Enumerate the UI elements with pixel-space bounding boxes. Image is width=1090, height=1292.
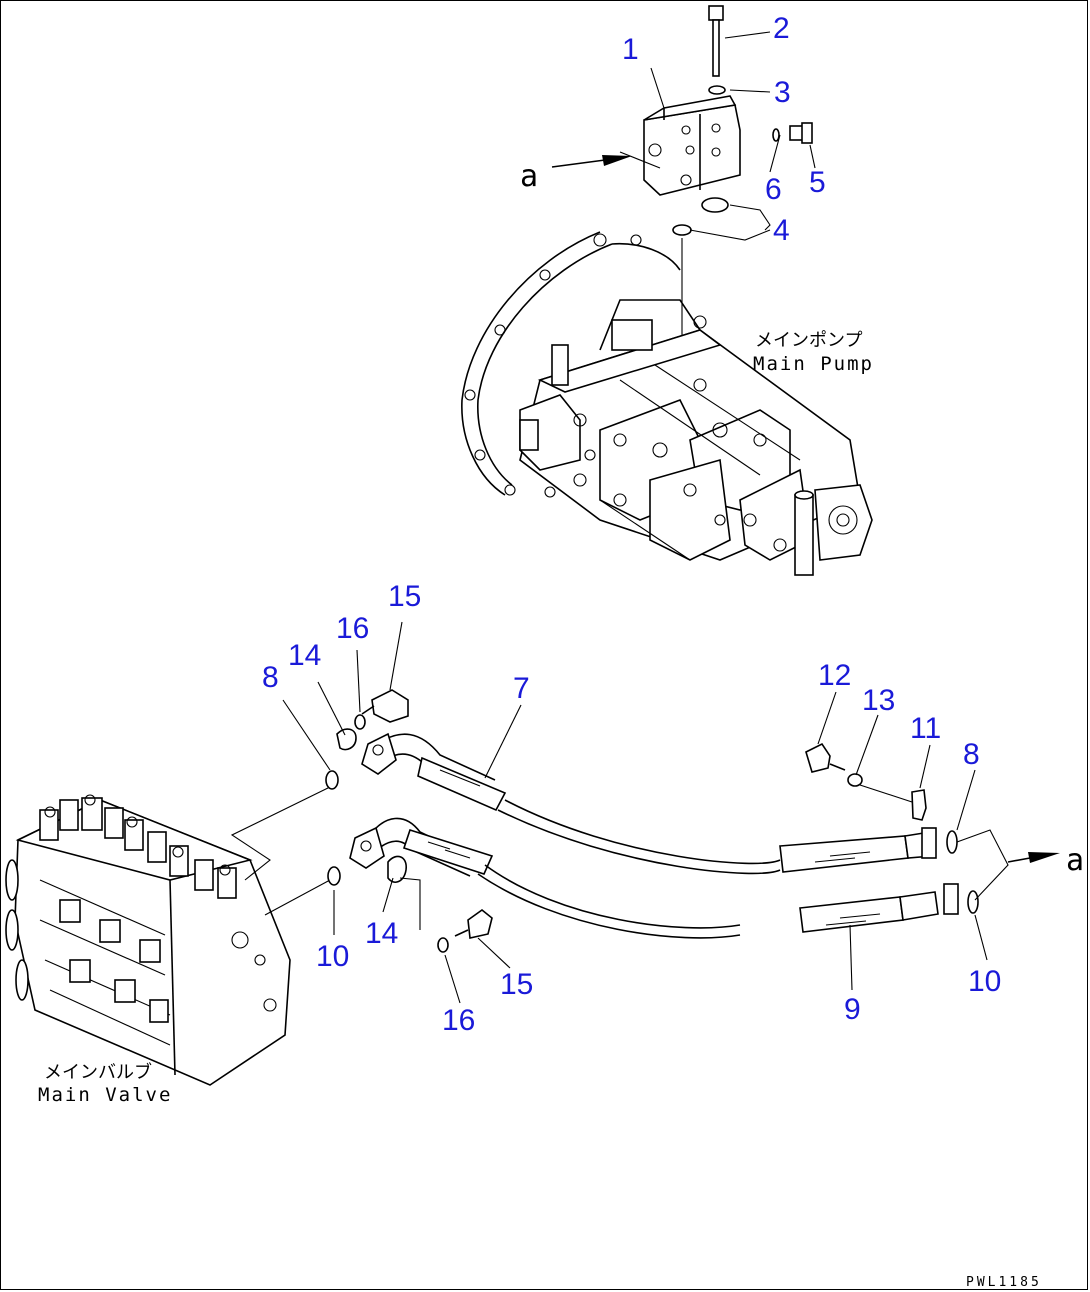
callout-15-upper: 15: [388, 580, 421, 613]
main-valve-label-en: Main Valve: [38, 1084, 172, 1106]
washer-part-3: [708, 85, 726, 95]
callout-10-left: 10: [316, 940, 349, 973]
o-ring-part-6: [772, 128, 780, 142]
reference-letter-top: a: [520, 159, 538, 194]
callout-12: 12: [818, 659, 851, 692]
main-pump-label-en: Main Pump: [753, 353, 874, 375]
main-pump-label-jp: メインポンプ: [755, 330, 862, 351]
bolt-part-2: [708, 5, 724, 77]
callout-1: 1: [622, 33, 639, 66]
callout-8-left: 8: [262, 661, 279, 694]
o-ring-part-8-right: [946, 830, 958, 854]
callout-16-upper: 16: [336, 612, 369, 645]
callout-6: 6: [765, 173, 782, 206]
bolt-part-15-upper: [361, 689, 409, 723]
callout-10-right: 10: [968, 965, 1001, 998]
reference-arrow-top: [551, 151, 661, 169]
main-valve-label-jp: メインバルブ: [44, 1061, 152, 1083]
callout-16-lower: 16: [442, 1004, 475, 1037]
callout-7: 7: [513, 672, 530, 705]
valve-port-leaders: [230, 785, 333, 916]
washer-part-16-upper: [354, 714, 366, 730]
callout-3: 3: [774, 76, 791, 109]
washer-part-16-lower: [437, 937, 449, 953]
o-ring-part-10-right: [967, 890, 979, 914]
callout-5: 5: [809, 166, 826, 199]
drawing-code: PWL1185: [966, 1275, 1042, 1290]
callout-15-lower: 15: [500, 968, 533, 1001]
leader-lines-lower: [282, 621, 988, 1004]
valve-block-part-1: [643, 95, 741, 196]
main-valve-illustration: [5, 794, 291, 1086]
reference-arrow-right: [956, 829, 1060, 901]
flange-part-11-hose9: [943, 883, 959, 915]
callout-13: 13: [862, 684, 895, 717]
callout-11: 11: [910, 712, 941, 745]
bolt-part-12: [805, 742, 846, 773]
callout-14-lower: 14: [365, 917, 398, 950]
callout-2: 2: [773, 12, 790, 45]
callouts: 1 2 3 4 5 6 7 8 8 9 10 10 11 12 13 14 14…: [262, 12, 1001, 1037]
o-ring-part-8-left: [325, 770, 339, 790]
o-ring-part-10-left: [327, 866, 341, 886]
o-ring-part-4: [701, 197, 729, 213]
plug-part-5: [789, 122, 813, 144]
washer-part-13: [847, 773, 863, 787]
flange-part-11: [911, 789, 927, 821]
callout-14-upper: 14: [288, 639, 321, 672]
hose-part-9: [349, 817, 939, 939]
port-opening: [672, 224, 692, 236]
callout-4: 4: [773, 214, 790, 247]
callout-9: 9: [844, 993, 861, 1026]
reference-letter-right: a: [1066, 843, 1084, 878]
callout-8-right: 8: [963, 738, 980, 771]
split-flange-part-14-upper: [336, 728, 357, 751]
flange-part-11-hose7: [921, 827, 937, 859]
bolt-part-15-lower: [454, 908, 493, 939]
main-pump-illustration: [461, 231, 873, 576]
